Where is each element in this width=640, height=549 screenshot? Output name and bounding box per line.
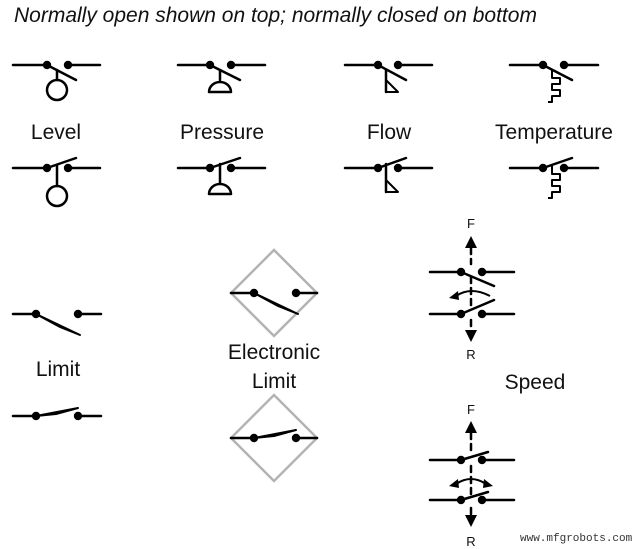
flow-switch-normally-open [343, 60, 434, 94]
electronic-limit-label-line2: Limit [252, 370, 297, 393]
diagram-title: Normally open shown on top; normally clo… [14, 4, 537, 27]
electronic-limit-diamond-icon [229, 248, 319, 338]
pressure-label: Pressure [180, 121, 264, 144]
limit-label: Limit [36, 358, 81, 381]
pressure-switch-normally-closed [176, 156, 267, 196]
speed-forward-label: F [467, 216, 475, 231]
speed-arrow-icon [465, 236, 477, 248]
float-icon [45, 78, 69, 102]
pressure-diaphragm-icon [207, 80, 233, 94]
limit-cam-icon [35, 313, 81, 336]
flow-switch-normally-closed [343, 156, 434, 194]
speed-arrow-icon [465, 421, 477, 433]
speed-arrow-icon [465, 515, 477, 527]
speed-label: Speed [505, 371, 566, 394]
electronic-limit-switch-normally-closed [229, 393, 319, 483]
flow-paddle-icon [385, 79, 399, 93]
pressure-diaphragm-icon [207, 182, 233, 196]
pressure-switch-normally-open [176, 60, 267, 94]
level-switch-normally-open [11, 60, 102, 102]
temperature-bulb-icon [548, 70, 561, 103]
speed-switch-normally-open: F R [428, 216, 516, 362]
electronic-limit-diamond-icon [229, 393, 319, 483]
flow-label: Flow [367, 121, 412, 144]
temperature-switch-normally-closed [508, 156, 600, 199]
speed-forward-label: F [467, 402, 475, 417]
temperature-bulb-icon [548, 164, 561, 199]
limit-switch-normally-open [11, 309, 103, 336]
speed-reverse-label: R [466, 347, 475, 362]
electronic-limit-switch-normally-open [229, 248, 319, 338]
float-icon [45, 184, 69, 208]
level-label: Level [31, 121, 81, 144]
temperature-switch-normally-open [508, 60, 600, 103]
flow-paddle-icon [385, 179, 399, 193]
speed-reverse-label: R [466, 534, 475, 549]
limit-switch-normally-closed [11, 407, 103, 421]
speed-switch-normally-closed: F R [428, 402, 516, 549]
watermark-text: www.mfgrobots.com [520, 533, 633, 545]
electronic-limit-label-line1: Electronic [228, 341, 320, 364]
limit-cam-icon [35, 407, 79, 417]
level-switch-normally-closed [11, 156, 102, 208]
temperature-label: Temperature [495, 121, 613, 144]
speed-arrow-icon [465, 330, 477, 342]
